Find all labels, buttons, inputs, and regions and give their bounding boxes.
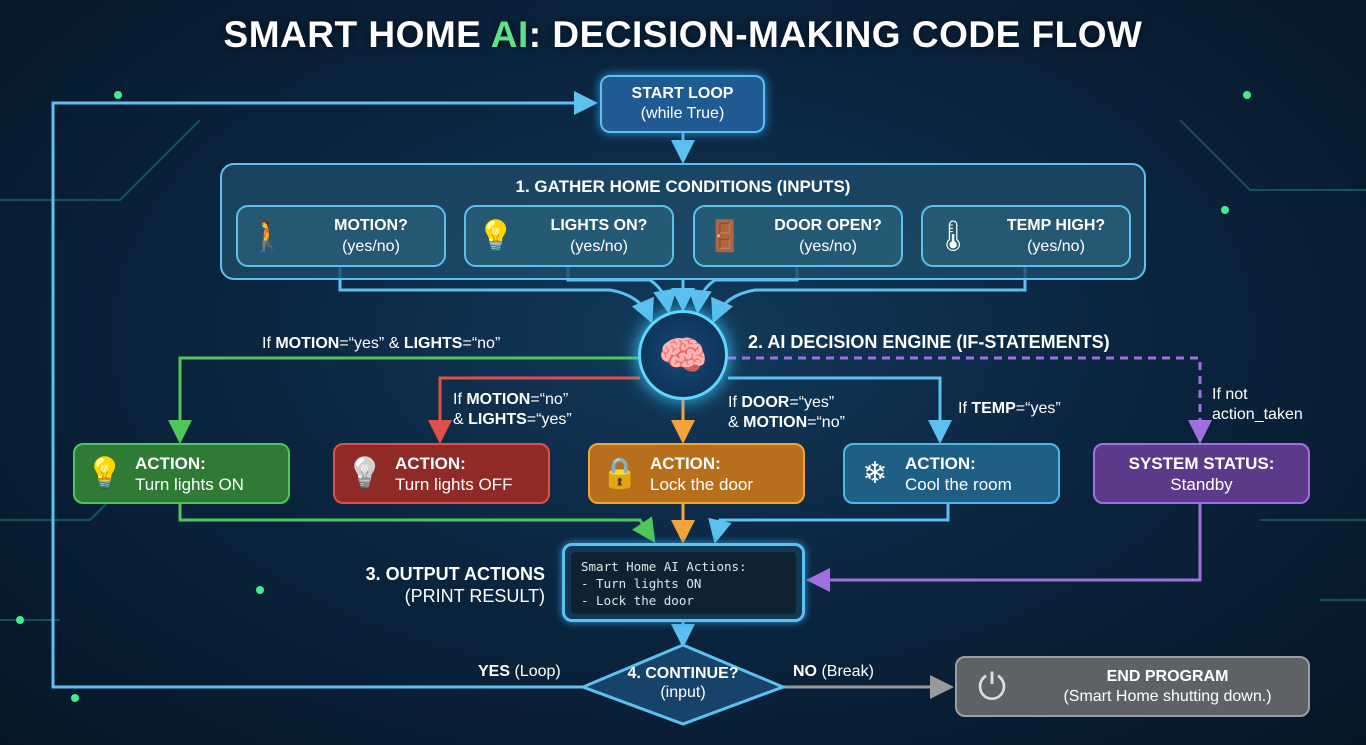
input-sub: (yes/no)	[570, 238, 628, 255]
conditions-c1-k2: LIGHTS	[403, 335, 463, 352]
output-sub: (PRINT RESULT)	[404, 586, 545, 606]
action-lights-off: 💡 ACTION:Turn lights OFF	[333, 443, 550, 504]
end-title: END PROGRAM	[1106, 667, 1229, 685]
actions-3-title: ACTION:	[905, 453, 976, 473]
input-label: DOOR OPEN?	[774, 217, 882, 234]
decision-yes: YES	[478, 663, 511, 680]
input-motion: 🚶 MOTION? (yes/no)	[236, 205, 446, 267]
conditions-c1-pre: If	[262, 335, 276, 352]
gather-conditions-group: 1. GATHER HOME CONDITIONS (INPUTS) 🚶 MOTI…	[220, 163, 1146, 280]
actions-2-text: Lock the door	[650, 474, 754, 494]
conditions-c2-k2: LIGHTS	[468, 411, 527, 428]
output-lines-0: Smart Home AI Actions:	[581, 558, 747, 574]
door-icon: 🚪	[706, 219, 744, 253]
system-status-standby: SYSTEM STATUS:Standby	[1093, 443, 1310, 504]
conditions-c2-pre2: &	[453, 411, 469, 428]
input-label: MOTION?	[334, 217, 408, 234]
input-sub: (yes/no)	[342, 238, 400, 255]
conditions-c3-pre: If	[728, 394, 742, 411]
input-label: LIGHTS ON?	[550, 217, 648, 234]
walking-person-icon: 🚶	[249, 219, 287, 253]
conditions-c4-pre: If	[958, 400, 972, 417]
action-lights-on: 💡 ACTION:Turn lights ON	[73, 443, 290, 504]
end-program-node: ⏻ END PROGRAM (Smart Home shutting down.)	[955, 656, 1310, 717]
page-title: SMART HOME AI: DECISION-MAKING CODE FLOW	[0, 14, 1366, 56]
decision-no: NO	[793, 663, 817, 680]
actions-1-title: ACTION:	[395, 453, 466, 473]
title-suffix: : DECISION-MAKING CODE FLOW	[528, 14, 1143, 55]
actions-4-title: SYSTEM STATUS:	[1128, 453, 1275, 473]
actions-1-text: Turn lights OFF	[395, 474, 513, 494]
input-temp: 🌡 TEMP HIGH? (yes/no)	[921, 205, 1131, 267]
padlock-icon: 🔒	[601, 457, 639, 490]
conditions-c2-v2: =“yes”	[526, 411, 572, 428]
decision-sub: (input)	[660, 684, 706, 701]
yes-loop-label: YES (Loop)	[478, 662, 561, 682]
start-label: START LOOP	[631, 85, 734, 102]
title-prefix: SMART HOME	[223, 14, 491, 55]
no-break-label: NO (Break)	[793, 662, 874, 682]
output-console: Smart Home AI Actions:- Turn lights ON- …	[562, 543, 805, 622]
conditions-c4-v1: =“yes”	[1015, 400, 1061, 417]
actions-4-text: Standby	[1170, 474, 1233, 494]
conditions-c1-k1: MOTION	[275, 335, 340, 352]
power-icon: ⏻	[977, 665, 1007, 707]
output-title: 3. OUTPUT ACTIONS	[365, 564, 545, 584]
conditions-c2-k1: MOTION	[466, 391, 531, 408]
action-lock-door: 🔒 ACTION:Lock the door	[588, 443, 805, 504]
action-cool-room: ❄ ACTION:Cool the room	[843, 443, 1060, 504]
conditions-c1-v2: =“no”	[462, 335, 501, 352]
actions-2-title: ACTION:	[650, 453, 721, 473]
conditions-c4-k1: TEMP	[971, 400, 1016, 417]
start-sub: (while True)	[640, 105, 725, 122]
title-accent: AI	[490, 14, 529, 55]
input-label: TEMP HIGH?	[1006, 217, 1106, 234]
input-sub: (yes/no)	[1027, 238, 1085, 255]
output-lines-2: - Lock the door	[581, 592, 694, 608]
brain-icon: 🧠	[638, 310, 728, 400]
decision-yes_sub: (Loop)	[510, 663, 561, 680]
conditions-c3-pre2: &	[728, 414, 744, 431]
engine-title: 2. AI DECISION ENGINE (IF-STATEMENTS)	[748, 332, 1110, 352]
conditions-c3-v1: =“yes”	[789, 394, 835, 411]
conditions-c5-l2: action_taken	[1212, 406, 1303, 423]
condition-lights-on: If MOTION=“yes” & LIGHTS=“no”	[262, 334, 500, 354]
conditions-c1-v1: =“yes” &	[339, 335, 404, 352]
conditions-c2-v1: =“no”	[530, 391, 569, 408]
condition-cool-room: If TEMP=“yes”	[958, 399, 1061, 419]
gather-title: 1. GATHER HOME CONDITIONS (INPUTS)	[515, 177, 851, 196]
console-text: Smart Home AI Actions:- Turn lights ON- …	[571, 551, 796, 614]
input-sub: (yes/no)	[799, 238, 857, 255]
continue-decision-diamond	[578, 643, 788, 726]
actions-0-title: ACTION:	[135, 453, 206, 473]
conditions-c3-k1: DOOR	[741, 394, 790, 411]
lightbulb-icon: 💡	[477, 219, 515, 253]
decision-label: 4. CONTINUE? (input)	[600, 664, 766, 702]
actions-3-text: Cool the room	[905, 474, 1012, 494]
lightbulb-on-icon: 💡	[86, 457, 124, 490]
lightbulb-off-icon: 💡	[346, 457, 384, 490]
decision-title: 4. CONTINUE?	[627, 665, 739, 682]
input-lights: 💡 LIGHTS ON? (yes/no)	[464, 205, 674, 267]
thermometer-icon: 🌡	[933, 219, 973, 253]
condition-lock-door: If DOOR=“yes” & MOTION=“no”	[728, 393, 845, 433]
actions-0-text: Turn lights ON	[135, 474, 244, 494]
output-lines-1: - Turn lights ON	[581, 575, 702, 591]
conditions-c5-l1: If not	[1212, 386, 1248, 403]
condition-lights-off: If MOTION=“no” & LIGHTS=“yes”	[453, 390, 572, 430]
start-loop-node: START LOOP (while True)	[600, 75, 765, 133]
output-label: 3. OUTPUT ACTIONS(PRINT RESULT)	[340, 563, 545, 607]
input-door: 🚪 DOOR OPEN? (yes/no)	[693, 205, 903, 267]
conditions-c3-v2: =“no”	[807, 414, 845, 431]
conditions-c2-pre: If	[453, 391, 467, 408]
decision-no_sub: (Break)	[817, 663, 874, 680]
conditions-c3-k2: MOTION	[743, 414, 808, 431]
condition-standby: If not action_taken	[1212, 385, 1303, 425]
snowflake-icon: ❄	[862, 457, 888, 490]
end-sub: (Smart Home shutting down.)	[1063, 687, 1272, 705]
